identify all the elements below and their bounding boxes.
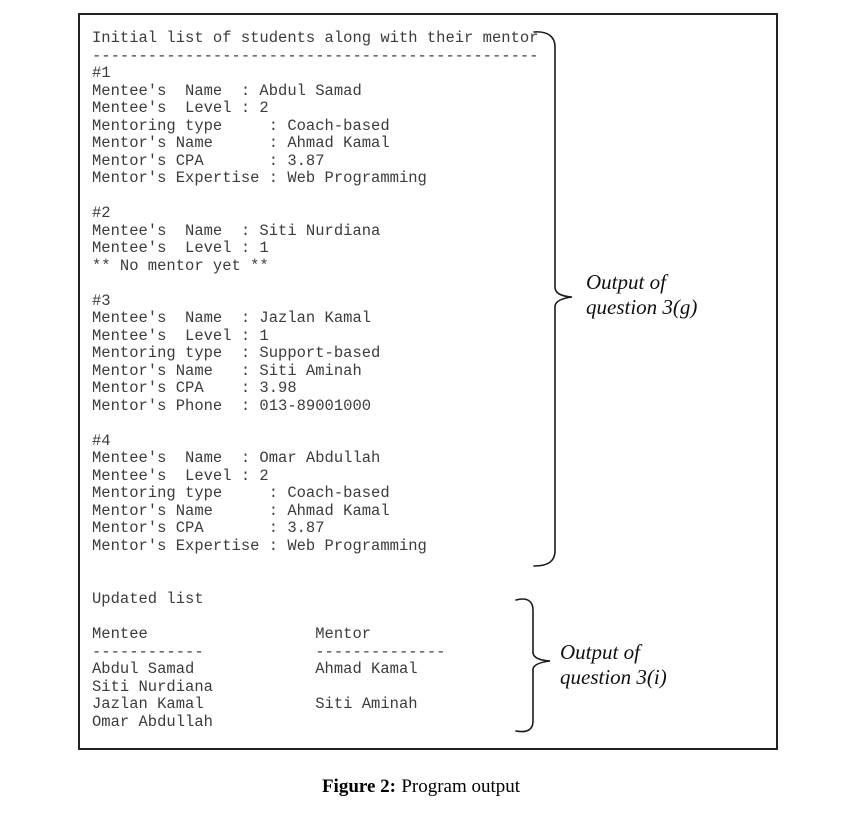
figure-caption-text: Program output <box>401 776 521 797</box>
figure-caption: Figure 2:Program output <box>0 776 842 798</box>
annotation-3i-line1: Output of <box>560 640 640 664</box>
annotation-output-3g: Output of question 3(g) <box>586 270 697 320</box>
annotation-3i-line2: question 3(i) <box>560 665 667 689</box>
console-output-question-3i: Updated list Mentee Mentor ------------ … <box>92 590 446 731</box>
annotation-3g-line1: Output of <box>586 270 666 294</box>
figure-caption-label: Figure 2: <box>321 776 396 797</box>
program-output-box <box>78 13 778 750</box>
annotation-output-3i: Output of question 3(i) <box>560 640 667 690</box>
annotation-3g-line2: question 3(g) <box>586 295 698 319</box>
console-output-question-3g: Initial list of students along with thei… <box>92 29 539 555</box>
